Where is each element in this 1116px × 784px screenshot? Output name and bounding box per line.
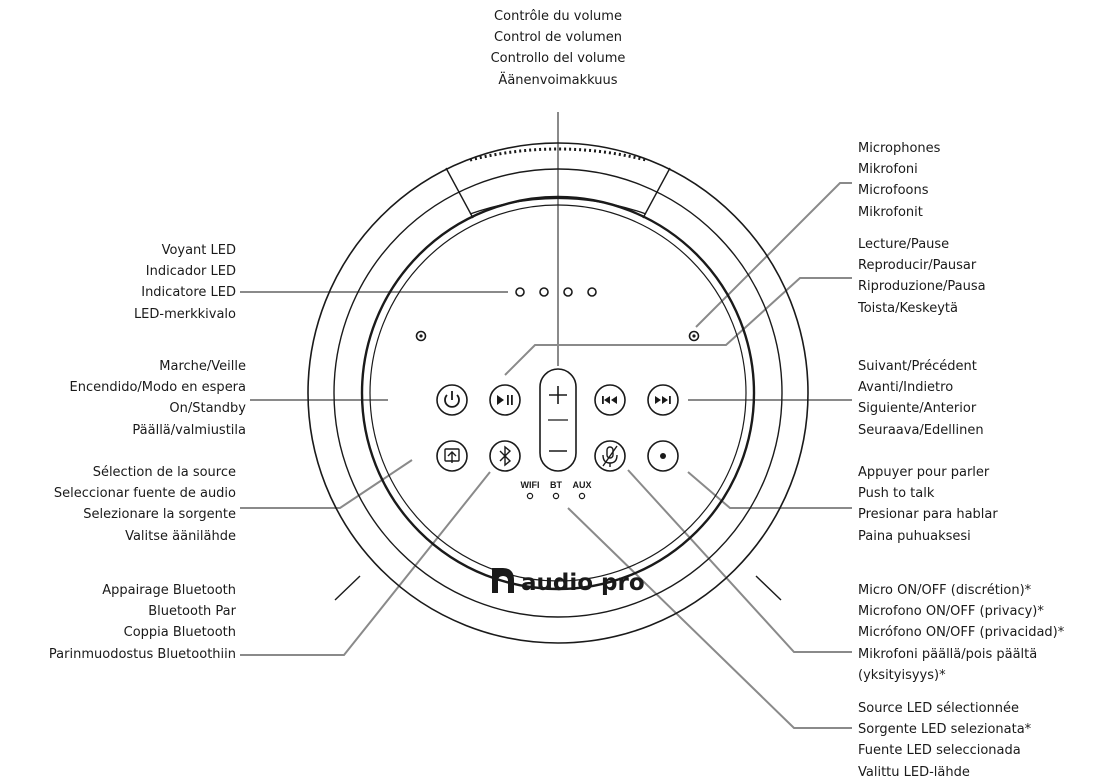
bluetooth-button[interactable] [489,440,521,472]
label-mic-privacy: Micro ON/OFF (discrétion)* Microfono ON/… [858,583,1065,683]
outer-ring [307,142,809,644]
source-led-bt [552,492,560,500]
label-source-led: Source LED sélectionnée Sorgente LED sel… [858,701,1032,780]
status-led-3 [563,287,573,297]
speaker-body [307,142,809,644]
source-label-bt: BT [550,480,562,490]
status-led-4 [587,287,597,297]
brand-name: audio pro [521,570,645,596]
brand-logo: audio pro [492,568,645,596]
microphone-right [688,330,700,342]
volume-up-icon[interactable] [549,386,567,404]
top-panel-inner [369,204,747,582]
bumper-inner [333,168,783,618]
microphones [415,330,700,342]
source-led-aux [578,492,586,500]
leader-bluetooth [240,471,491,656]
volume-rocker[interactable] [539,368,577,472]
handle-seam-right [642,167,671,219]
microphone-left [415,330,427,342]
label-microphones: Microphones Mikrofoni Microfoons Mikrofo… [858,141,941,220]
mic-mute-button[interactable] [594,440,626,472]
label-next-previous: Suivant/Précédent Avanti/Indietro Siguie… [858,359,984,438]
bluetooth-icon [499,445,512,467]
leader-source-led [567,507,852,729]
next-icon [655,396,671,404]
previous-icon [602,396,617,404]
previous-button[interactable] [594,384,626,416]
power-button[interactable] [436,384,468,416]
leader-play-pause [504,277,852,376]
mic-mute-icon [602,445,618,467]
brand-mark-icon [492,568,514,593]
label-led-indicator: Voyant LED Indicador LED Indicatore LED … [133,243,236,322]
play-pause-button[interactable] [489,384,521,416]
handle-top [469,197,647,215]
status-led-2 [539,287,549,297]
label-play-pause: Lecture/Pause Reproducir/Pausar Riproduz… [858,237,986,316]
power-icon [444,391,460,408]
top-panel-outer [360,195,756,591]
push-to-talk-button[interactable] [647,440,679,472]
source-button[interactable] [436,440,468,472]
status-leds [515,287,597,297]
handle-seam-br [755,575,782,601]
leader-lines [240,112,852,729]
label-power: Marche/Veille Encendido/Modo en espera O… [69,359,247,438]
source-leds: WIFI BT AUX [521,480,592,500]
texture-top [469,147,647,162]
leader-source [240,459,413,509]
label-bluetooth-pairing: Appairage Bluetooth Bluetooth Par Coppia… [48,583,236,662]
push-to-talk-icon [660,453,666,459]
label-source-selection: Sélection de la source Seleccionar fuent… [53,465,236,544]
handle-seam-left [445,167,474,219]
buttons [436,368,679,472]
source-label-aux: AUX [572,480,591,490]
source-label-wifi: WIFI [521,480,540,490]
leader-mic-privacy [627,469,852,653]
status-led-1 [515,287,525,297]
label-push-to-talk: Appuyer pour parler Push to talk Presion… [858,465,998,544]
source-led-wifi [526,492,534,500]
source-icon [444,448,460,463]
label-volume-control: Contrôle du volume Control de volumen Co… [490,9,626,88]
handle-seam-bl [334,575,361,601]
next-button[interactable] [647,384,679,416]
play-pause-icon [497,395,513,405]
leader-push-to-talk [687,471,852,509]
leader-microphones [695,182,852,328]
